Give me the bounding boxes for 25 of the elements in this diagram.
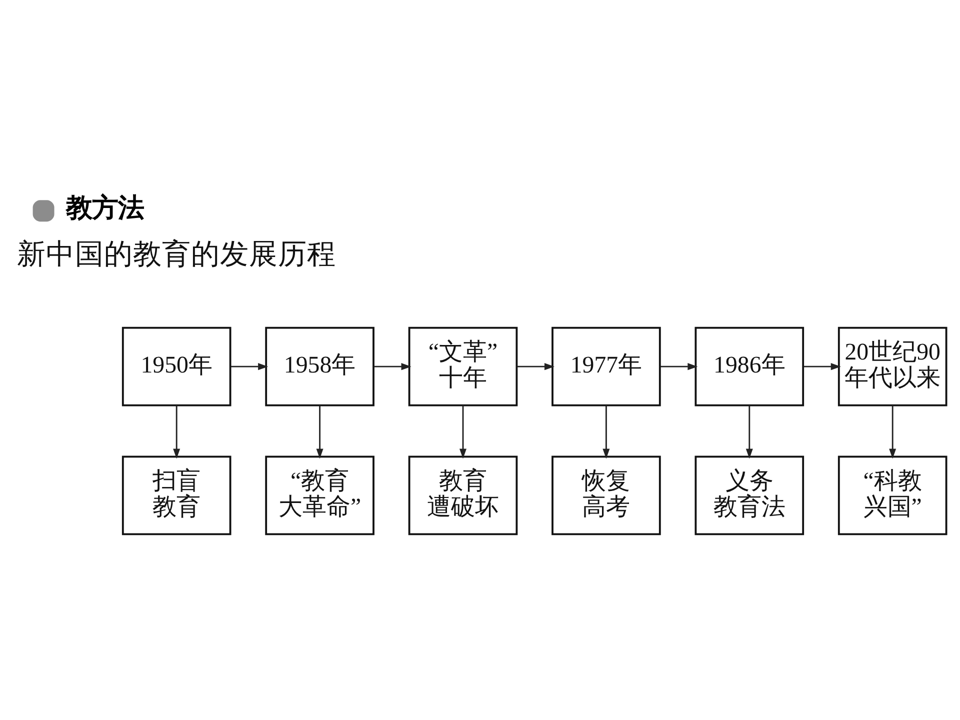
diagram-title: 教方法 bbox=[66, 193, 144, 224]
node-box: 1977年 bbox=[552, 326, 661, 406]
arrow bbox=[660, 363, 698, 370]
arrow bbox=[804, 363, 841, 370]
arrow bbox=[517, 363, 554, 370]
node-box: 教育遭破坏 bbox=[408, 456, 518, 536]
node-box: 1950年 bbox=[122, 326, 232, 406]
arrow bbox=[374, 363, 412, 370]
arrow bbox=[746, 405, 753, 459]
arrow bbox=[316, 405, 324, 459]
node-box: “文革”十年 bbox=[408, 326, 518, 406]
arrow bbox=[230, 363, 268, 370]
node-box: 1958年 bbox=[265, 326, 374, 406]
arrow bbox=[602, 405, 610, 459]
node-box: 恢复高考 bbox=[552, 456, 661, 536]
node-box: 20世纪90年代以来 bbox=[838, 326, 948, 406]
node-box: “教育大革命” bbox=[265, 456, 374, 536]
arrow bbox=[173, 405, 180, 459]
arrow bbox=[459, 405, 466, 459]
node-box: “科教兴国” bbox=[838, 456, 948, 536]
node-box: 1986年 bbox=[694, 326, 804, 406]
node-box: 义务教育法 bbox=[694, 456, 804, 536]
node-box: 扫盲教育 bbox=[122, 456, 232, 536]
label: 新中国的教育的发展历程 bbox=[17, 238, 336, 271]
arrow bbox=[889, 405, 896, 459]
